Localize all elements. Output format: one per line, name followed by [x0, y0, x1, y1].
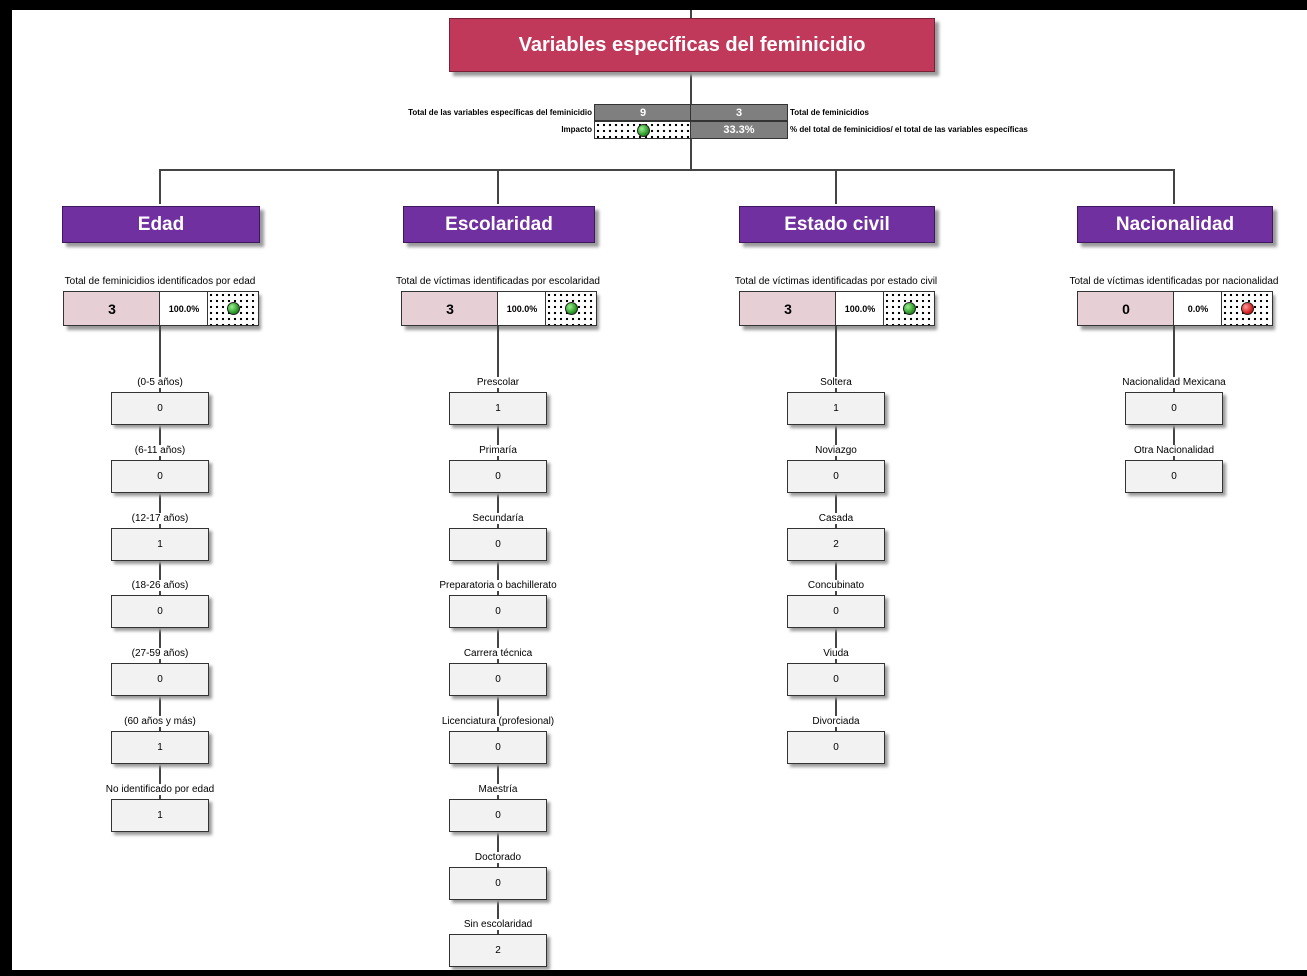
item-label: Sin escolaridad — [408, 919, 588, 931]
impact-label: Impacto — [561, 125, 592, 134]
status-light-icon — [226, 302, 240, 315]
item-label: (27-59 años) — [70, 648, 250, 660]
drop-line-escolaridad — [497, 169, 499, 204]
item-label: Carrera técnica — [408, 648, 588, 660]
drop-line-nacionalidad — [1173, 169, 1175, 204]
item-value-box: 2 — [449, 934, 547, 968]
item-value-box: 0 — [449, 459, 547, 493]
item-label: Otra Nacionalidad — [1084, 444, 1264, 456]
category-total-label: Total de víctimas identificadas por naci… — [1069, 276, 1279, 287]
item-label: Divorciada — [746, 716, 926, 727]
item-value-box: 0 — [111, 392, 209, 425]
status-light-icon — [564, 302, 578, 315]
category-header: Edad — [62, 206, 260, 243]
category-percent: 100.0% — [159, 291, 209, 326]
item-value-box: 0 — [787, 459, 885, 493]
total-variables-value: 9 — [594, 104, 692, 121]
category-header: Escolaridad — [403, 206, 595, 243]
item-label: Licenciatura (profesional) — [408, 716, 588, 727]
status-light-icon — [1240, 302, 1254, 315]
category-header: Nacionalidad — [1077, 206, 1273, 243]
item-value-box: 0 — [1125, 392, 1223, 425]
item-label: Soltera — [746, 377, 926, 388]
item-label: (0-5 años) — [70, 377, 250, 388]
total-variables-label: Total de las variables específicas del f… — [408, 108, 592, 117]
item-label: Prescolar — [408, 377, 588, 388]
category-total-label: Total de feminicidios identificados por … — [64, 276, 256, 287]
drop-line-edad — [159, 169, 161, 204]
item-label: Maestría — [408, 783, 588, 795]
item-label: Primaría — [408, 444, 588, 456]
item-label: Nacionalidad Mexicana — [1084, 377, 1264, 388]
item-label: (18-26 años) — [70, 580, 250, 592]
item-value-box: 0 — [787, 731, 885, 764]
dashboard-sheet: Variables específicas del feminicidio To… — [12, 10, 1307, 970]
item-label: Doctorado — [408, 851, 588, 863]
category-connector-line — [159, 326, 161, 816]
item-label: (12-17 años) — [70, 512, 250, 524]
category-total-value: 3 — [63, 291, 161, 326]
item-value-box: 0 — [1125, 459, 1223, 493]
item-value-box: 0 — [787, 595, 885, 629]
total-feminicidios-label: Total de feminicidios — [790, 108, 869, 117]
item-value-box: 0 — [449, 798, 547, 832]
category-percent: 0.0% — [1173, 291, 1223, 326]
item-label: (60 años y más) — [70, 716, 250, 727]
item-value-box: 0 — [449, 527, 547, 561]
item-label: Viuda — [746, 648, 926, 660]
item-value-box: 1 — [111, 527, 209, 561]
category-status-indicator — [545, 291, 597, 326]
status-light-icon — [636, 123, 650, 137]
item-value-box: 0 — [449, 731, 547, 764]
category-connector-line — [497, 326, 499, 952]
item-label: Preparatoria o bachillerato — [408, 580, 588, 592]
total-feminicidios-value: 3 — [690, 104, 788, 121]
item-value-box: 1 — [111, 731, 209, 764]
item-value-box: 0 — [449, 663, 547, 697]
item-value-box: 0 — [111, 663, 209, 697]
category-total-value: 3 — [739, 291, 837, 326]
item-value-box: 1 — [787, 392, 885, 425]
page-title: Variables específicas del feminicidio — [449, 18, 935, 72]
item-value-box: 0 — [449, 866, 547, 900]
category-status-indicator — [1221, 291, 1273, 326]
item-label: Secundaría — [408, 512, 588, 524]
item-value-box: 1 — [449, 392, 547, 425]
item-value-box: 1 — [111, 798, 209, 832]
item-value-box: 2 — [787, 527, 885, 561]
category-total-value: 0 — [1077, 291, 1175, 326]
category-status-indicator — [883, 291, 935, 326]
item-value-box: 0 — [111, 459, 209, 493]
category-total-value: 3 — [401, 291, 499, 326]
item-label: No identificado por edad — [70, 783, 250, 795]
category-percent: 100.0% — [497, 291, 547, 326]
item-value-box: 0 — [111, 595, 209, 629]
branch-line — [159, 169, 1175, 171]
item-value-box: 0 — [449, 595, 547, 629]
item-label: Concubinato — [746, 580, 926, 592]
status-light-icon — [902, 302, 916, 315]
drop-line-estado-civil — [835, 169, 837, 204]
impact-percent: 33.3% — [690, 121, 788, 139]
item-label: Noviazgo — [746, 444, 926, 456]
category-total-label: Total de víctimas identificadas por esta… — [734, 276, 938, 287]
category-status-indicator — [207, 291, 259, 326]
category-percent: 100.0% — [835, 291, 885, 326]
category-total-label: Total de víctimas identificadas por esco… — [396, 276, 600, 287]
impact-indicator — [594, 121, 692, 139]
impact-percent-label: % del total de feminicidios/ el total de… — [790, 125, 1028, 134]
category-header: Estado civil — [739, 206, 935, 243]
item-label: Casada — [746, 512, 926, 524]
item-label: (6-11 años) — [70, 444, 250, 456]
item-value-box: 0 — [787, 663, 885, 697]
trunk-line — [690, 10, 692, 170]
